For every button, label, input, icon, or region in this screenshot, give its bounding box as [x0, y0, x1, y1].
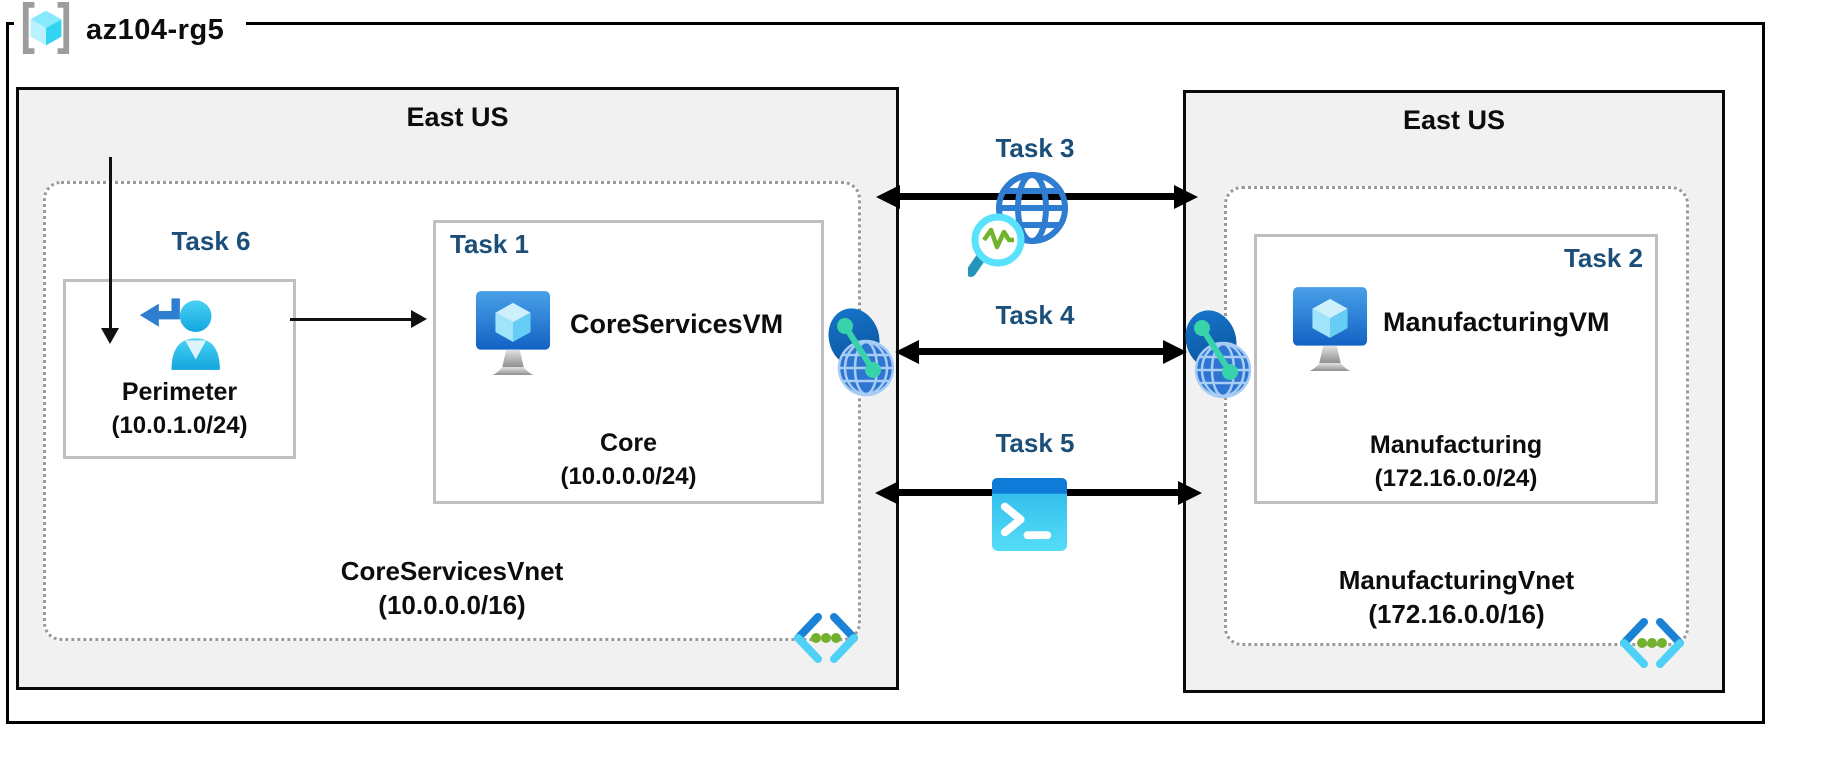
core-vnet-cidr: (10.0.0.0/16)	[378, 590, 526, 620]
user-return-icon	[136, 292, 228, 377]
internet-arrowhead-icon	[101, 328, 119, 344]
region-title-left: East US	[406, 102, 509, 132]
subnet-icon	[791, 612, 861, 669]
internet-to-perimeter-arrow	[109, 157, 112, 329]
perimeter-subnet-name: Perimeter	[121, 378, 238, 406]
manufacturing-vnet: Task 2 ManufacturingVM Manufacturing (17…	[1224, 186, 1689, 668]
core-subnet-name: Core	[600, 429, 657, 457]
manufacturing-subnet-cidr: (172.16.0.0/24)	[1374, 465, 1538, 492]
core-subnet-cidr: (10.0.0.0/24)	[560, 463, 697, 490]
perimeter-subnet-cidr: (10.0.1.0/24)	[111, 412, 248, 439]
task4-connection-arrow	[917, 348, 1163, 355]
resource-group-header: az104-rg5	[14, 1, 247, 60]
task6-label: Task 6	[171, 226, 251, 256]
core-services-vnet: Task 6	[43, 181, 861, 663]
powershell-icon	[991, 477, 1068, 557]
task5-label: Task 5	[995, 428, 1075, 458]
manufacturing-vm-name: ManufacturingVM	[1383, 307, 1610, 337]
resource-group-name: az104-rg5	[86, 13, 225, 46]
manufacturing-subnet-name: Manufacturing	[1369, 431, 1543, 459]
perimeter-subnet-box: Perimeter (10.0.1.0/24)	[63, 279, 296, 459]
region-title-right: East US	[1402, 105, 1506, 135]
region-east-us-left: East US Task 6	[16, 87, 899, 690]
task3-arrowhead-left-icon	[876, 185, 900, 209]
core-subnet-box: Task 1	[433, 220, 824, 504]
core-vnet-name: CoreServicesVnet	[340, 556, 564, 586]
network-watcher-icon	[966, 168, 1080, 285]
task5-arrowhead-right-icon	[1178, 481, 1202, 505]
vnet-peering-icon	[1181, 308, 1253, 407]
task4-label: Task 4	[995, 300, 1075, 330]
manufacturing-subnet-box: Task 2 ManufacturingVM Manufacturing (17…	[1254, 234, 1658, 504]
vnet-peering-icon	[824, 306, 896, 405]
resource-group-icon	[18, 1, 74, 60]
task3-label: Task 3	[995, 133, 1075, 163]
task4-arrowhead-left-icon	[895, 340, 919, 364]
subnet-icon	[1617, 617, 1687, 674]
perimeter-to-vm-arrow	[290, 318, 414, 321]
manufacturing-vnet-cidr: (172.16.0.0/16)	[1368, 599, 1545, 629]
task1-label: Task 1	[450, 229, 530, 259]
task2-label: Task 2	[1563, 243, 1643, 273]
task3-arrowhead-right-icon	[1174, 185, 1198, 209]
core-services-vm-name: CoreServicesVM	[570, 309, 784, 339]
task5-arrowhead-left-icon	[875, 481, 899, 505]
virtual-machine-icon	[474, 289, 552, 388]
perimeter-arrowhead-icon	[411, 310, 427, 328]
task4-arrowhead-right-icon	[1163, 340, 1187, 364]
task3-connection-arrow	[898, 193, 1176, 200]
virtual-machine-icon	[1291, 285, 1369, 384]
manufacturing-vnet-name: ManufacturingVnet	[1338, 565, 1575, 595]
region-east-us-right: East US Task 2 ManufacturingVM Manufac	[1183, 90, 1725, 693]
